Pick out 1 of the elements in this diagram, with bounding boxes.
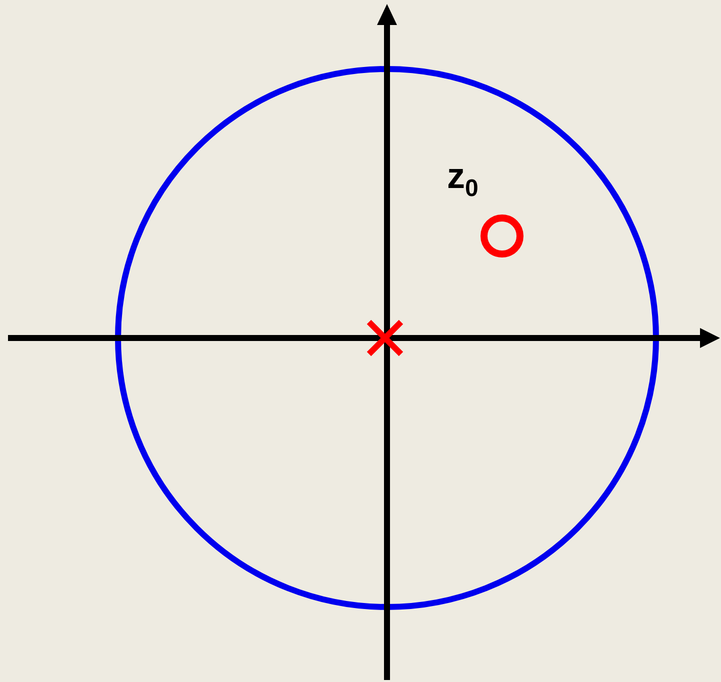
zero-label: z$_{0}$: [447, 158, 478, 202]
